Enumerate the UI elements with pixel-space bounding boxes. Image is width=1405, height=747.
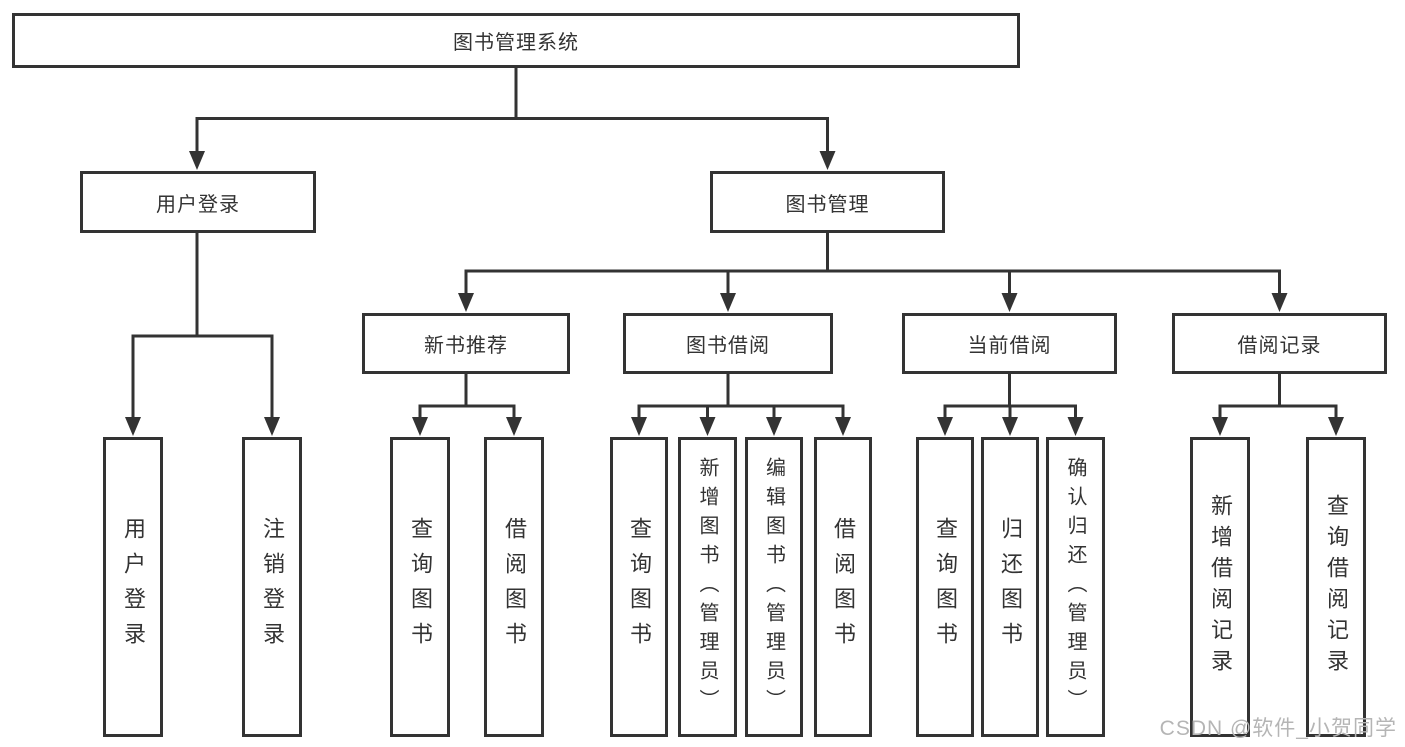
leaf-borrow-books-recommend-label: 借阅图书 [502, 517, 527, 657]
leaf-add-borrow-record-label: 新增借阅记录 [1208, 494, 1233, 680]
node-current-borrowing-label: 当前借阅 [967, 335, 1052, 357]
leaf-query-books-recommend-label: 查询图书 [408, 517, 433, 657]
leaf-query-books-current: 查询图书 [916, 437, 974, 737]
node-user-login-branch: 用户登录 [80, 171, 316, 233]
arrowheads [125, 151, 1344, 436]
leaf-confirm-return-admin-label: 确认归还（管理员） [1064, 456, 1086, 718]
leaf-add-books-admin-label: 新增图书（管理员） [696, 456, 718, 718]
leaf-logout: 注销登录 [242, 437, 302, 737]
leaf-query-books-recommend: 查询图书 [390, 437, 450, 737]
leaf-add-borrow-record: 新增借阅记录 [1190, 437, 1250, 737]
node-book-borrowing-label: 图书借阅 [686, 335, 770, 357]
node-book-borrowing: 图书借阅 [623, 313, 833, 374]
leaf-return-books-label: 归还图书 [998, 517, 1023, 657]
leaf-edit-books-admin: 编辑图书（管理员） [745, 437, 803, 737]
leaf-edit-books-admin-label: 编辑图书（管理员） [762, 456, 785, 718]
leaf-query-books-borrowing-label: 查询图书 [627, 517, 652, 657]
node-borrow-records-label: 借阅记录 [1237, 335, 1322, 357]
leaf-return-books: 归还图书 [981, 437, 1039, 737]
node-root-system: 图书管理系统 [12, 13, 1020, 68]
csdn-watermark: CSDN @软件_小贺同学 [1159, 717, 1397, 740]
leaf-logout-label: 注销登录 [260, 517, 285, 657]
leaf-add-books-admin: 新增图书（管理员） [678, 437, 737, 737]
leaf-query-books-borrowing: 查询图书 [610, 437, 668, 737]
node-current-borrowing: 当前借阅 [902, 313, 1117, 374]
leaf-borrow-books-label: 借阅图书 [831, 517, 856, 657]
node-new-book-recommend: 新书推荐 [362, 313, 570, 374]
leaf-user-login: 用户登录 [103, 437, 163, 737]
node-book-management-label: 图书管理 [785, 193, 870, 216]
node-new-book-recommend-label: 新书推荐 [424, 335, 508, 357]
leaf-borrow-books-recommend: 借阅图书 [484, 437, 544, 737]
leaf-query-borrow-record-label: 查询借阅记录 [1324, 494, 1349, 680]
leaf-user-login-label: 用户登录 [121, 517, 146, 657]
node-user-login-label: 用户登录 [156, 193, 240, 216]
leaf-query-books-current-label: 查询图书 [933, 517, 958, 657]
node-book-management-branch: 图书管理 [710, 171, 945, 233]
node-root-label: 图书管理系统 [453, 32, 579, 54]
leaf-query-borrow-record: 查询借阅记录 [1306, 437, 1366, 737]
node-borrow-records: 借阅记录 [1172, 313, 1387, 374]
leaf-confirm-return-admin: 确认归还（管理员） [1046, 437, 1105, 737]
leaf-borrow-books: 借阅图书 [814, 437, 872, 737]
